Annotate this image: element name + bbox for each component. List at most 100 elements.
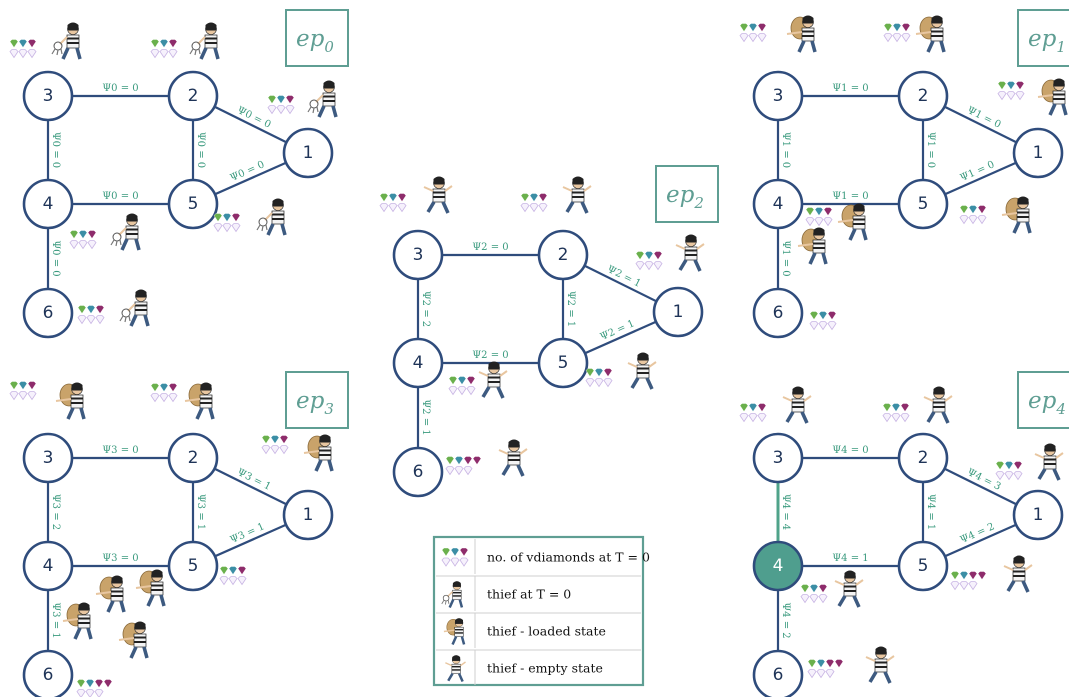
diamond-cluster bbox=[219, 566, 247, 586]
graph-node-3[interactable]: 3 bbox=[392, 229, 444, 281]
diamond-empty-icon bbox=[27, 391, 37, 401]
diamond-icon bbox=[159, 39, 169, 48]
episode-box bbox=[285, 9, 349, 67]
graph-node-2[interactable]: 2 bbox=[897, 70, 949, 122]
diamond-empty-icon bbox=[739, 33, 749, 43]
diamond-icon bbox=[805, 207, 815, 216]
graph-node-6[interactable]: 6 bbox=[392, 446, 444, 498]
diamond-empty-icon bbox=[457, 386, 467, 396]
graph-node-5[interactable]: 5 bbox=[167, 540, 219, 592]
node-label: 6 bbox=[43, 303, 54, 323]
diamond-icon bbox=[968, 205, 978, 214]
episode-title: ep2 bbox=[666, 182, 704, 212]
edge-weight-label: Ψ4 = 2 bbox=[780, 602, 791, 638]
graph-node-2[interactable]: 2 bbox=[167, 70, 219, 122]
graph-node-3[interactable]: 3 bbox=[752, 70, 804, 122]
diamond-empty-icon bbox=[959, 215, 969, 225]
diamond-icon bbox=[809, 311, 819, 320]
graph-node-6[interactable]: 6 bbox=[22, 287, 74, 339]
diamond-empty-icon bbox=[816, 669, 826, 679]
diamond-icon bbox=[1015, 81, 1025, 90]
graph-node-3[interactable]: 3 bbox=[22, 70, 74, 122]
node-label: 2 bbox=[918, 86, 929, 106]
graph-node-1[interactable]: 1 bbox=[1012, 127, 1064, 179]
node-label: 3 bbox=[773, 86, 784, 106]
diamond-cluster bbox=[379, 193, 407, 213]
node-circle bbox=[752, 287, 804, 339]
diamond-empty-icon bbox=[231, 223, 241, 233]
graph-node-5[interactable]: 5 bbox=[897, 540, 949, 592]
thief-running-icon bbox=[922, 384, 954, 425]
diamond-empty-icon bbox=[222, 223, 232, 233]
graph-node-4[interactable]: 4 bbox=[22, 178, 74, 230]
thief-running-icon bbox=[833, 568, 865, 609]
diamond-empty-icon bbox=[809, 594, 819, 604]
graph-node-6[interactable]: 6 bbox=[22, 649, 74, 697]
edge-weight-label: Ψ1 = 0 bbox=[832, 191, 868, 202]
diamond-icon bbox=[1004, 461, 1014, 470]
node-circle bbox=[22, 70, 74, 122]
node-label: 3 bbox=[43, 86, 54, 106]
diamond-icon bbox=[76, 679, 86, 688]
graph-node-1[interactable]: 1 bbox=[1012, 489, 1064, 541]
diamond-icon bbox=[739, 23, 749, 32]
node-label: 2 bbox=[188, 448, 199, 468]
node-circle bbox=[282, 489, 334, 541]
graph-node-1[interactable]: 1 bbox=[282, 127, 334, 179]
diamond-icon bbox=[892, 23, 902, 32]
diamond-icon bbox=[18, 39, 28, 48]
diamond-icon bbox=[968, 571, 978, 580]
graph-node-1[interactable]: 1 bbox=[652, 286, 704, 338]
graph-node-5[interactable]: 5 bbox=[897, 178, 949, 230]
graph-node-2[interactable]: 2 bbox=[537, 229, 589, 281]
diamond-icon bbox=[653, 251, 663, 260]
diamond-icon bbox=[94, 679, 104, 688]
diamond-empty-icon bbox=[95, 315, 105, 325]
diamond-empty-icon bbox=[285, 105, 295, 115]
diamond-empty-icon bbox=[86, 315, 96, 325]
graph-node-5[interactable]: 5 bbox=[537, 337, 589, 389]
diamond-icon bbox=[69, 230, 79, 239]
graph-node-4[interactable]: 4 bbox=[752, 540, 804, 592]
node-circle bbox=[167, 70, 219, 122]
diamond-icon bbox=[78, 230, 88, 239]
graph-node-6[interactable]: 6 bbox=[752, 649, 804, 697]
diamond-icon bbox=[809, 584, 819, 593]
diamond-cluster bbox=[809, 311, 837, 331]
edge-weight-label: Ψ1 = 0 bbox=[925, 132, 936, 168]
diamond-icon bbox=[997, 81, 1007, 90]
graph-node-4[interactable]: 4 bbox=[752, 178, 804, 230]
graph-node-4[interactable]: 4 bbox=[22, 540, 74, 592]
node-circle bbox=[897, 70, 949, 122]
node-circle bbox=[1012, 489, 1064, 541]
node-circle bbox=[752, 540, 804, 592]
graph-node-2[interactable]: 2 bbox=[167, 432, 219, 484]
thief-running-icon bbox=[422, 174, 454, 215]
diamond-icon bbox=[825, 659, 835, 668]
diamond-empty-icon bbox=[159, 49, 169, 59]
diamond-cluster bbox=[800, 584, 828, 604]
graph-node-3[interactable]: 3 bbox=[22, 432, 74, 484]
edge-weight-label: Ψ1 = 0 bbox=[780, 132, 791, 168]
graph-node-2[interactable]: 2 bbox=[897, 432, 949, 484]
graph-node-6[interactable]: 6 bbox=[752, 287, 804, 339]
edge-weight-label: Ψ2 = 1 bbox=[420, 399, 431, 435]
graph-node-3[interactable]: 3 bbox=[752, 432, 804, 484]
diamond-empty-icon bbox=[529, 203, 539, 213]
node-circle bbox=[22, 649, 74, 697]
legend-label: no. of vdiamonds at T = 0 bbox=[487, 550, 650, 565]
episode-box bbox=[655, 165, 719, 223]
node-label: 4 bbox=[413, 353, 424, 373]
diamond-empty-icon bbox=[653, 261, 663, 271]
thief-with-sack-icon bbox=[183, 380, 215, 421]
graph-node-4[interactable]: 4 bbox=[392, 337, 444, 389]
diamond-cluster bbox=[739, 403, 767, 423]
graph-node-5[interactable]: 5 bbox=[167, 178, 219, 230]
diamond-icon bbox=[222, 213, 232, 222]
node-circle bbox=[167, 178, 219, 230]
diamond-empty-icon bbox=[150, 49, 160, 59]
diamond-empty-icon bbox=[882, 413, 892, 423]
graph-node-1[interactable]: 1 bbox=[282, 489, 334, 541]
diamond-empty-icon bbox=[585, 378, 595, 388]
